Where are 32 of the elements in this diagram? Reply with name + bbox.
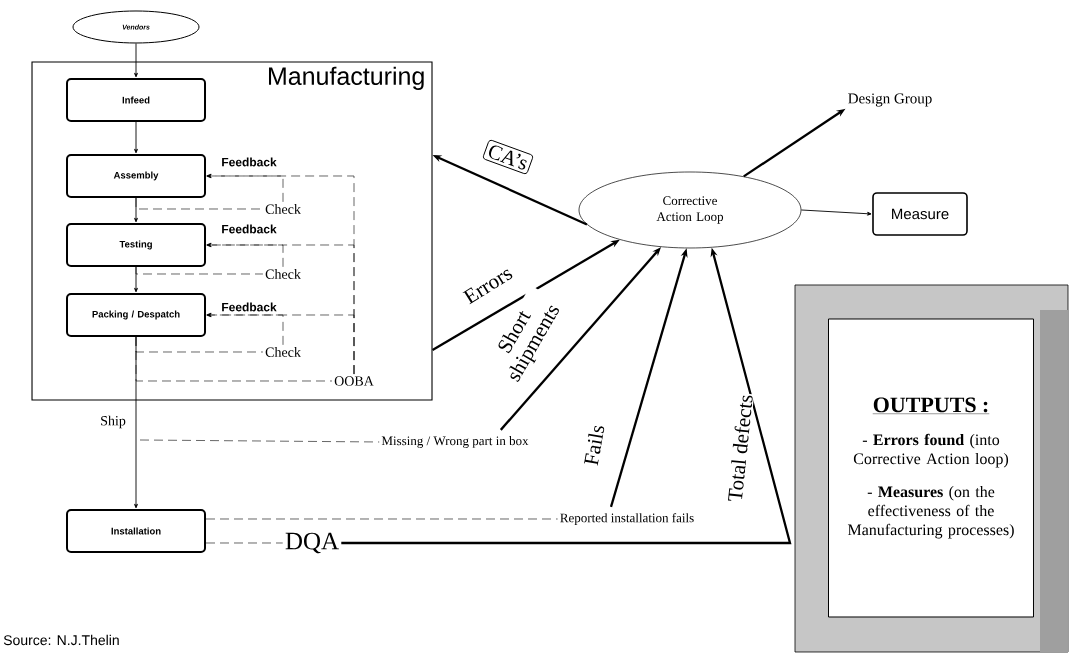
check-label: Check <box>263 267 303 281</box>
process-box: Packing / Despatch <box>66 293 206 337</box>
destination-label: Design Group <box>845 91 935 109</box>
process-box: Infeed <box>66 78 206 122</box>
connector-line <box>135 336 333 382</box>
edge-label: Feedback <box>220 301 278 313</box>
edge-label: Fails <box>582 422 606 468</box>
connector-line <box>135 266 264 275</box>
arrow <box>206 312 355 375</box>
check-label: Check <box>263 202 303 216</box>
connector-line <box>205 518 558 520</box>
edge-label: Feedback <box>220 223 278 235</box>
process-box: Installation <box>66 509 206 553</box>
ooba-label: OOBA <box>332 374 376 388</box>
connector-line <box>205 542 284 544</box>
arrow <box>800 209 872 216</box>
edge-label-box: CA’s <box>482 139 534 175</box>
arrow <box>134 43 138 78</box>
edge-label: Total defects <box>725 392 755 504</box>
arrow <box>134 121 138 154</box>
missing-part-label: Missing / Wrong part in box <box>379 434 531 450</box>
measure-box: Measure <box>872 192 968 236</box>
edge-label: Ship <box>99 414 127 430</box>
check-label: Check <box>263 345 303 359</box>
source-note: Source: N.J.Thelin <box>3 634 119 646</box>
connector-line <box>139 439 380 443</box>
failure-report-label: Reported installation fails <box>557 511 697 527</box>
process-box: Testing <box>66 223 206 267</box>
process-box: Assembly <box>66 154 206 198</box>
edge-label: Feedback <box>220 156 278 168</box>
outputs-panel: OUTPUTS : - Errors found (into Corrective Action loop) - Measures (on the effectiveness of the Manufacturing processes) <box>794 284 1069 653</box>
dqa-label: DQA <box>282 530 342 556</box>
